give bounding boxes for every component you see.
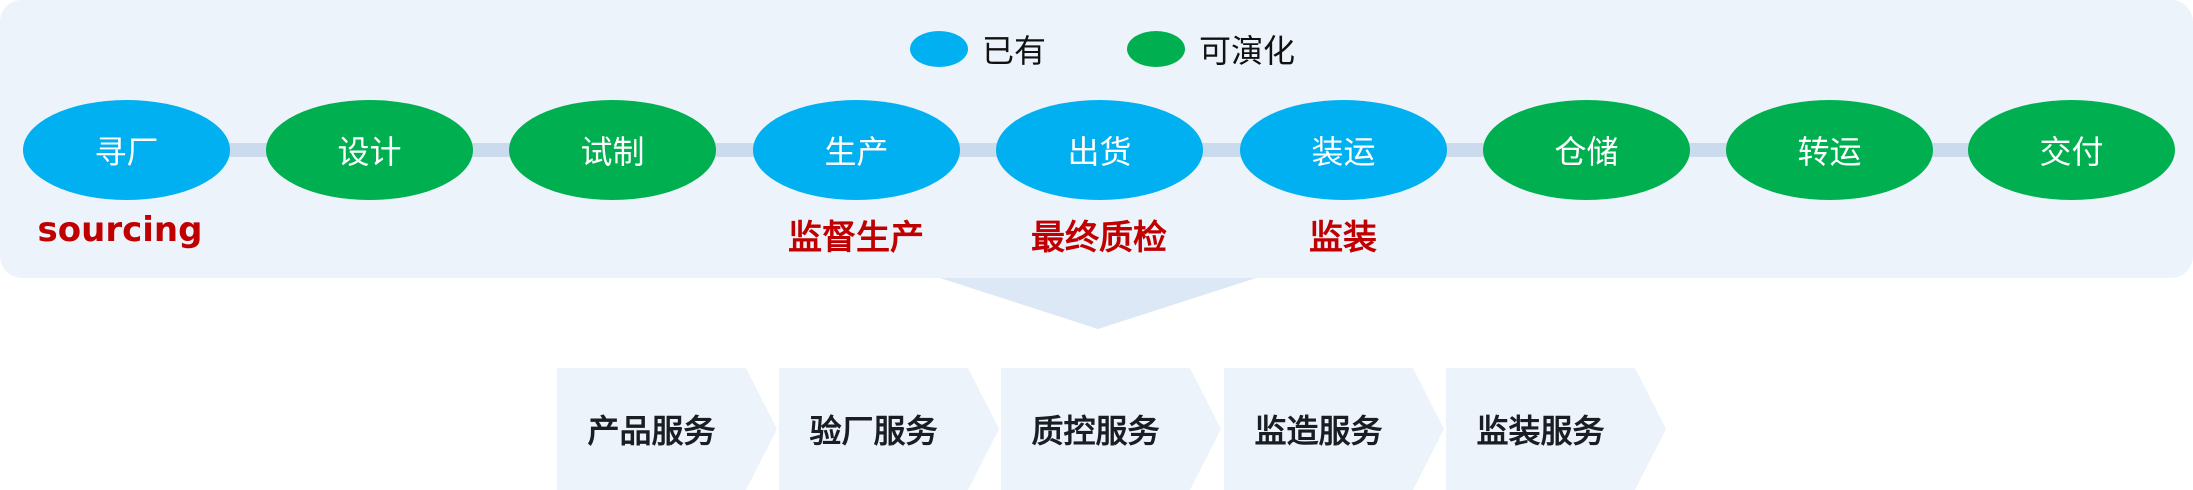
legend-label: 已有 <box>982 32 1047 70</box>
down-arrow <box>940 278 1256 329</box>
legend-evolvable-dot <box>1127 31 1185 67</box>
stage-node: 仓储 <box>1483 100 1690 200</box>
stage-label: 试制 <box>580 133 645 171</box>
stage-node: 生产 <box>753 100 960 200</box>
stage-label: 生产 <box>824 133 889 171</box>
stage-note: sourcing <box>37 210 203 250</box>
legend-existing: 已有 <box>910 26 1046 72</box>
stage-label: 寻厂 <box>94 133 159 171</box>
legend-evolvable: 可演化 <box>1127 26 1295 72</box>
service-label: 验厂服务 <box>809 412 938 450</box>
service-chevron: 产品服务 <box>557 368 777 490</box>
service-label: 监造服务 <box>1254 412 1383 450</box>
stage-node: 寻厂 <box>23 100 230 200</box>
stage-node: 转运 <box>1726 100 1933 200</box>
stage-node: 出货 <box>996 100 1203 200</box>
stage-note: 监装 <box>1309 218 1377 258</box>
legend-existing-dot <box>910 31 968 67</box>
service-chevron: 监造服务 <box>1224 368 1444 490</box>
stage-label: 出货 <box>1067 133 1132 171</box>
stage-node: 装运 <box>1240 100 1447 200</box>
stage-node: 交付 <box>1968 100 2175 200</box>
service-chevron: 质控服务 <box>1001 368 1221 490</box>
stage-note: 监督生产 <box>788 218 924 258</box>
service-label: 监装服务 <box>1476 412 1605 450</box>
service-label: 产品服务 <box>587 412 716 450</box>
stage-note: 最终质检 <box>1031 218 1167 258</box>
service-chevron: 监装服务 <box>1446 368 1666 490</box>
stage-node: 试制 <box>509 100 716 200</box>
stage-label: 设计 <box>337 133 402 171</box>
stage-label: 装运 <box>1311 133 1376 171</box>
stage-label: 仓储 <box>1554 133 1619 171</box>
legend-label: 可演化 <box>1199 32 1296 70</box>
stage-node: 设计 <box>266 100 473 200</box>
stage-label: 交付 <box>2039 133 2104 171</box>
stage-label: 转运 <box>1797 133 1862 171</box>
service-label: 质控服务 <box>1031 412 1160 450</box>
service-chevron: 验厂服务 <box>779 368 999 490</box>
